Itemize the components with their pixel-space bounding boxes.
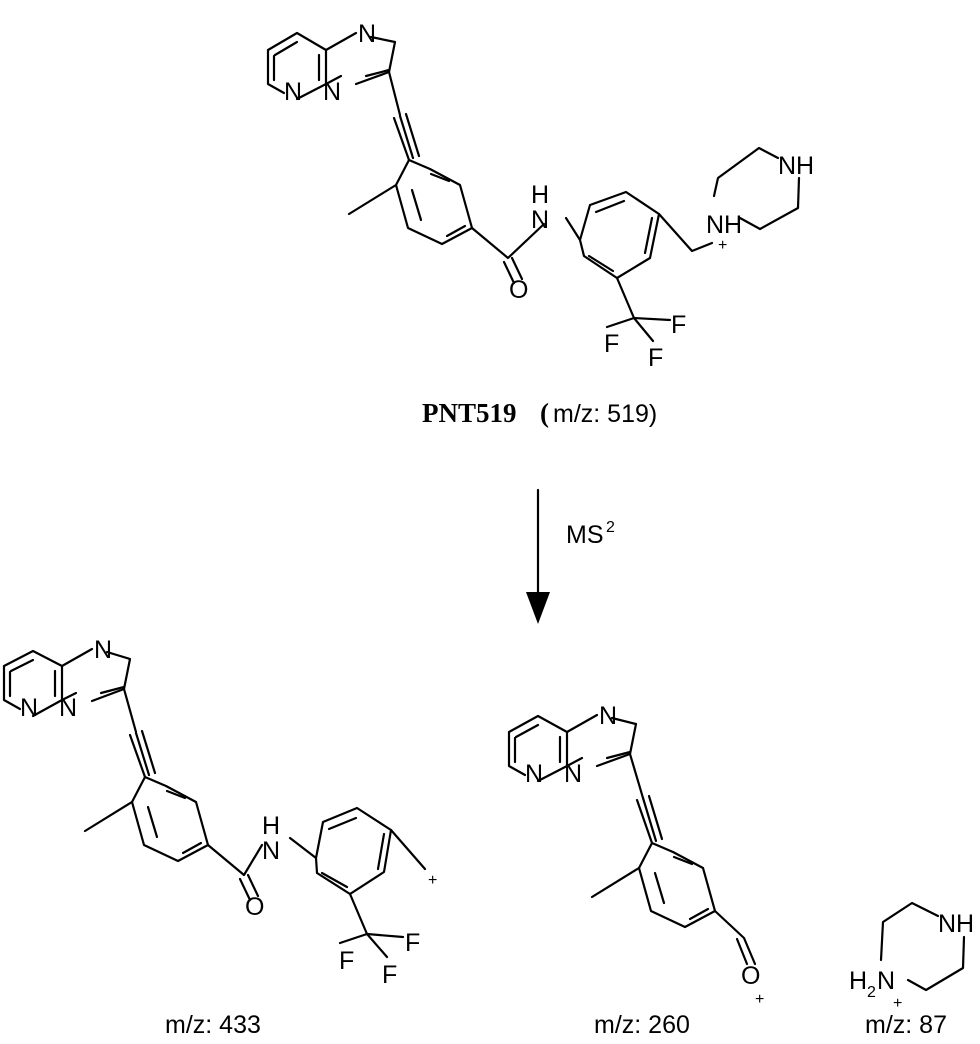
atom-n: N — [877, 967, 895, 995]
atom-h: H — [262, 812, 280, 840]
atom-n: N — [358, 20, 376, 48]
atom-n: N — [323, 78, 341, 106]
atom-o: O — [245, 893, 264, 921]
charge-plus: + — [428, 872, 437, 889]
atom-n: N — [284, 78, 302, 106]
atom-n: N — [706, 211, 724, 239]
compound-name: PNT519 — [422, 398, 517, 428]
fragment-mz: m/z: 433 — [165, 1011, 261, 1039]
atom-n: N — [564, 760, 582, 788]
fragment-87-atom-labels: NH H 2 N + — [849, 910, 974, 1012]
atom-f: F — [339, 947, 354, 975]
atom-n: N — [525, 760, 543, 788]
atom-n: N — [20, 694, 38, 722]
fragment-mz: m/z: 87 — [865, 1011, 947, 1039]
fragment-260-atom-labels: N N N O + — [525, 702, 764, 1008]
atom-o: O — [741, 962, 760, 990]
atom-f: F — [671, 311, 686, 339]
arrow-label: MS — [566, 521, 604, 549]
fragment-260-structure — [507, 713, 757, 966]
fragment-433-structure — [2, 647, 427, 959]
atom-h: H — [531, 181, 549, 209]
atom-f: F — [604, 330, 619, 358]
atom-h: H — [849, 967, 867, 995]
precursor-mz: m/z: 519) — [553, 400, 657, 428]
reaction-arrow: MS 2 — [526, 488, 615, 624]
fragment-mz: m/z: 260 — [594, 1011, 690, 1039]
atom-n: N — [262, 837, 280, 865]
atom-f: F — [405, 929, 420, 957]
charge-plus: + — [893, 995, 902, 1012]
charge-plus: + — [718, 237, 727, 254]
atom-f: F — [382, 961, 397, 989]
atom-nh: NH — [778, 152, 814, 180]
atom-n: N — [531, 206, 549, 234]
precursor-structure — [266, 31, 801, 343]
atom-o: O — [509, 276, 528, 304]
subscript-2: 2 — [867, 984, 876, 1001]
atom-n: N — [59, 694, 77, 722]
atom-h: H — [724, 211, 742, 239]
arrow-label-superscript: 2 — [606, 519, 615, 536]
compound-open-paren: ( — [540, 398, 549, 428]
precursor-atom-labels: N N N H N O F F F NH N H + — [284, 20, 814, 372]
fragment-433-atom-labels: N N N H N O F F F + — [20, 636, 437, 989]
atom-n: N — [94, 636, 112, 664]
precursor-label: PNT519 ( m/z: 519) — [422, 398, 657, 428]
atom-n: N — [599, 702, 617, 730]
atom-f: F — [648, 344, 663, 372]
charge-plus: + — [755, 991, 764, 1008]
atom-nh: NH — [938, 910, 974, 938]
fragment-87-structure — [879, 901, 966, 992]
